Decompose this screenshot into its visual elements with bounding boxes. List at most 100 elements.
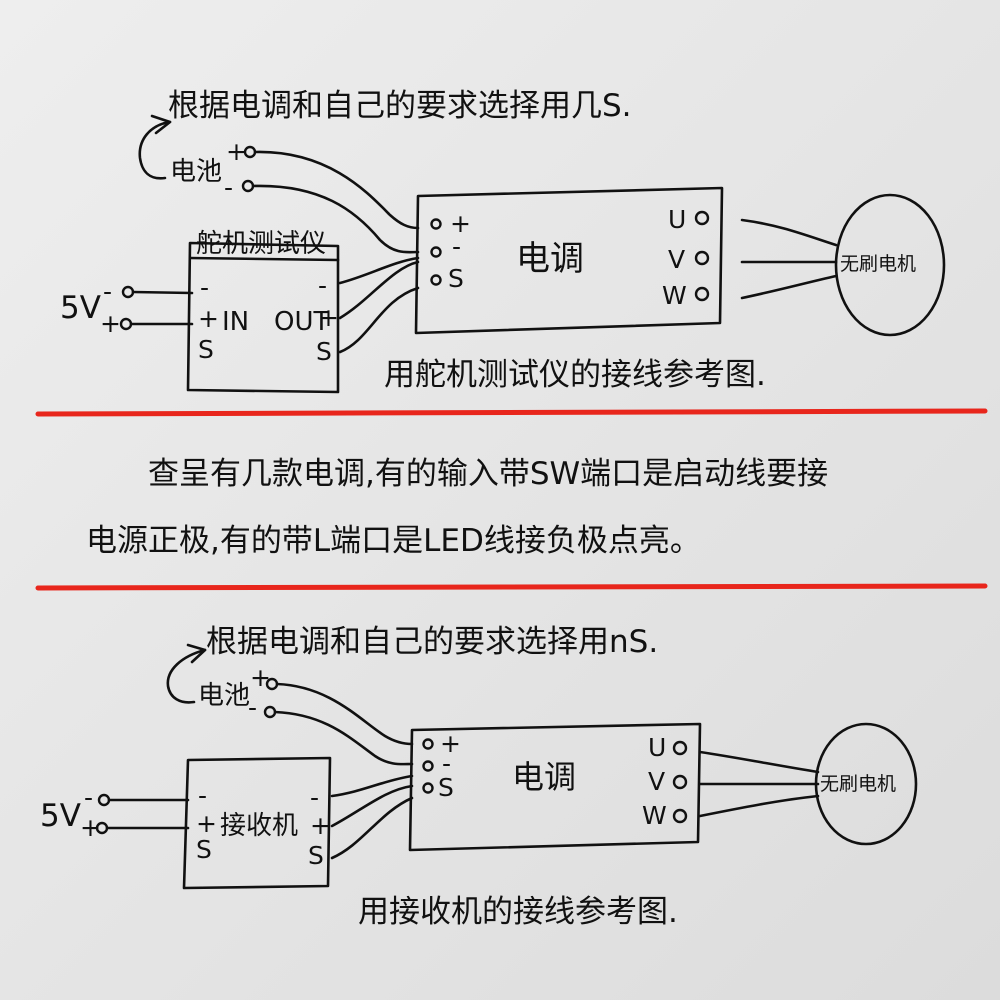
middle-note-line-2: 电源正极,有的带L端口是LED线接负极点亮。: [86, 523, 701, 559]
battery-label-2: 电池: [198, 681, 250, 711]
five-volt-minus-2: -: [84, 783, 93, 812]
battery-plus-2: +: [250, 663, 271, 692]
caption-servo-tester: 用舵机测试仪的接线参考图.: [384, 357, 766, 393]
tester-in-label: IN: [222, 307, 249, 337]
arrowhead-icon: [150, 114, 172, 135]
tester-out-label: OUT: [274, 307, 329, 337]
five-volt-minus-1: -: [103, 277, 112, 306]
esc-v-terminal-icon: [672, 774, 688, 790]
motor-wire-u-2: [698, 750, 820, 774]
esc-v-terminal-icon: [694, 250, 710, 266]
tester-in-minus: -: [200, 273, 209, 302]
tester-out-minus: -: [318, 271, 327, 300]
esc-label-2: 电调: [512, 758, 576, 796]
motor-wire-u-1: [740, 218, 838, 247]
battery-minus-wire-1: [251, 184, 420, 254]
receiver-out-plus: +: [310, 811, 331, 840]
tester-esc-wire-a: [338, 256, 420, 285]
esc-w-1: W: [662, 281, 687, 310]
esc-plus-2: +: [440, 729, 461, 758]
receiver-label: 接收机: [220, 811, 298, 841]
esc-box-2: [408, 722, 702, 852]
esc-u-1: U: [668, 205, 686, 234]
diagram-servo-tester: 根据电调和自己的要求选择用几S. 电池 + - 舵机测试仪 - + S IN O…: [60, 88, 946, 394]
esc-w-terminal-icon: [672, 808, 688, 824]
servo-tester-box: [186, 241, 340, 394]
battery-minus-2: -: [248, 693, 257, 722]
esc-label-1: 电调: [516, 239, 584, 279]
tester-in-s: S: [198, 335, 214, 364]
battery-minus-terminal-icon: [241, 179, 255, 193]
esc-u-terminal-icon: [694, 210, 710, 226]
esc-pin-dot-icon: [430, 218, 442, 230]
esc-pin-dot-icon: [430, 246, 442, 258]
esc-s-2: S: [438, 773, 454, 802]
motor-label-1: 无刷电机: [840, 253, 916, 275]
esc-minus-2: -: [442, 749, 451, 778]
tester-esc-signal-wire: [338, 286, 420, 354]
five-volt-plus-2: +: [80, 813, 101, 842]
esc-u-terminal-icon: [672, 740, 688, 756]
note-arrow-1: [138, 120, 172, 180]
esc-u-2: U: [648, 733, 666, 762]
note-arrow-2: [166, 648, 207, 704]
five-volt-plus-terminal-icon: [119, 317, 133, 331]
receiver-out-s: S: [308, 841, 324, 870]
diagram-receiver: 根据电调和自己的要求选择用nS. 电池 + - - + S 接收机 - + S …: [40, 624, 918, 930]
esc-pin-dot-icon: [422, 738, 434, 750]
battery-minus-1: -: [224, 173, 233, 202]
battery-plus-wire-2: [275, 682, 414, 746]
esc-plus-1: +: [450, 209, 471, 238]
battery-plus-1: +: [226, 137, 247, 166]
receiver-in-minus: -: [198, 781, 207, 810]
tester-in-plus: +: [198, 304, 219, 333]
receiver-esc-signal-wire: [330, 796, 414, 860]
motor-wire-w-1: [740, 274, 838, 300]
motor-circle-2: [814, 722, 918, 846]
middle-note-line-1: 查呈有几款电调,有的输入带SW端口是启动线要接: [148, 456, 828, 492]
tester-out-plus: +: [318, 303, 339, 332]
battery-plus-wire-1: [253, 150, 420, 230]
receiver-box: [182, 756, 332, 890]
motor-label-2: 无刷电机: [820, 773, 896, 795]
five-volt-minus-terminal-icon: [121, 285, 135, 299]
receiver-esc-wire-a: [330, 774, 414, 798]
five-volt-label-1: 5V: [60, 290, 101, 326]
battery-minus-terminal-icon: [263, 705, 277, 719]
servo-tester-divider: [188, 256, 340, 262]
motor-wire-w-2: [698, 794, 820, 818]
esc-w-2: W: [642, 801, 667, 830]
five-volt-label-2: 5V: [40, 798, 81, 834]
esc-v-2: V: [648, 767, 665, 796]
five-volt-minus-terminal-icon: [97, 793, 111, 807]
battery-label-1: 电池: [170, 157, 222, 187]
receiver-out-minus: -: [310, 783, 319, 812]
esc-minus-1: -: [452, 232, 461, 261]
motor-circle-1: [834, 193, 946, 337]
servo-tester-title: 舵机测试仪: [196, 229, 326, 259]
caption-receiver: 用接收机的接线参考图.: [358, 894, 678, 930]
esc-w-terminal-icon: [694, 286, 710, 302]
esc-pin-dot-icon: [430, 274, 442, 286]
esc-v-1: V: [668, 245, 685, 274]
battery-minus-wire-2: [273, 710, 414, 766]
arrowhead-icon: [186, 643, 207, 664]
tester-esc-wire-b: [338, 260, 420, 320]
tester-out-s: S: [316, 337, 332, 366]
esc-pin-dot-icon: [422, 782, 434, 794]
receiver-in-plus: +: [196, 809, 217, 838]
red-divider-bottom: [35, 583, 988, 591]
five-volt-plus-1: +: [100, 309, 121, 338]
note-select-cells-1: 根据电调和自己的要求选择用几S.: [168, 88, 632, 124]
receiver-in-s: S: [196, 835, 212, 864]
five-volt-minus-wire-1: [131, 290, 194, 295]
receiver-esc-wire-b: [330, 784, 414, 828]
esc-box-1: [414, 186, 724, 335]
red-divider-top: [35, 408, 988, 417]
note-select-cells-2: 根据电调和自己的要求选择用nS.: [206, 624, 658, 660]
middle-note: 查呈有几款电调,有的输入带SW端口是启动线要接 电源正极,有的带L端口是LED线…: [86, 456, 828, 559]
esc-s-1: S: [448, 264, 464, 293]
esc-pin-dot-icon: [422, 760, 434, 772]
